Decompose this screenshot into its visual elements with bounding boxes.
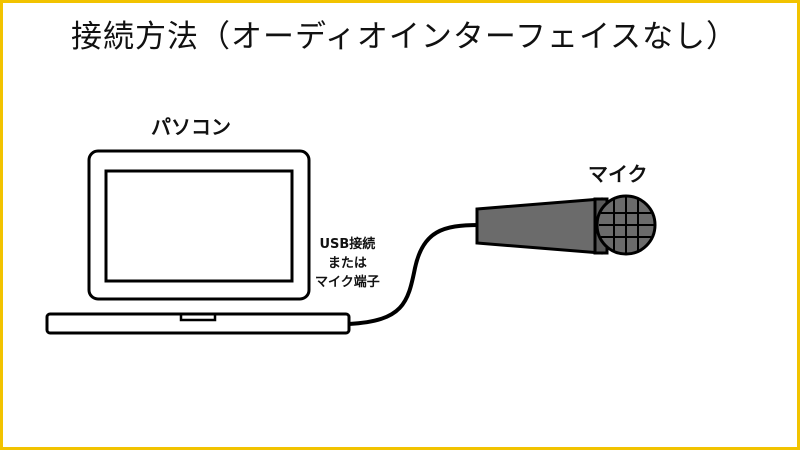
laptop-icon bbox=[45, 149, 351, 335]
connection-label: USB接続 または マイク端子 bbox=[315, 235, 380, 292]
connection-cable bbox=[348, 223, 480, 326]
microphone-icon bbox=[475, 194, 657, 256]
microphone-label: マイク bbox=[588, 162, 648, 186]
connection-label-line: マイク端子 bbox=[315, 275, 380, 290]
microphone-handle bbox=[475, 197, 603, 255]
laptop-trackpad-notch bbox=[179, 314, 217, 322]
connection-label-line: USB接続 bbox=[319, 237, 376, 252]
diagram-artwork bbox=[45, 149, 657, 335]
laptop-label: パソコン bbox=[151, 115, 231, 139]
page-title: 接続方法（オーディオインターフェイスなし） bbox=[71, 19, 739, 55]
laptop-base bbox=[45, 312, 351, 335]
microphone-grille bbox=[599, 196, 655, 254]
connection-label-line: または bbox=[327, 256, 367, 271]
laptop-display bbox=[104, 169, 294, 283]
